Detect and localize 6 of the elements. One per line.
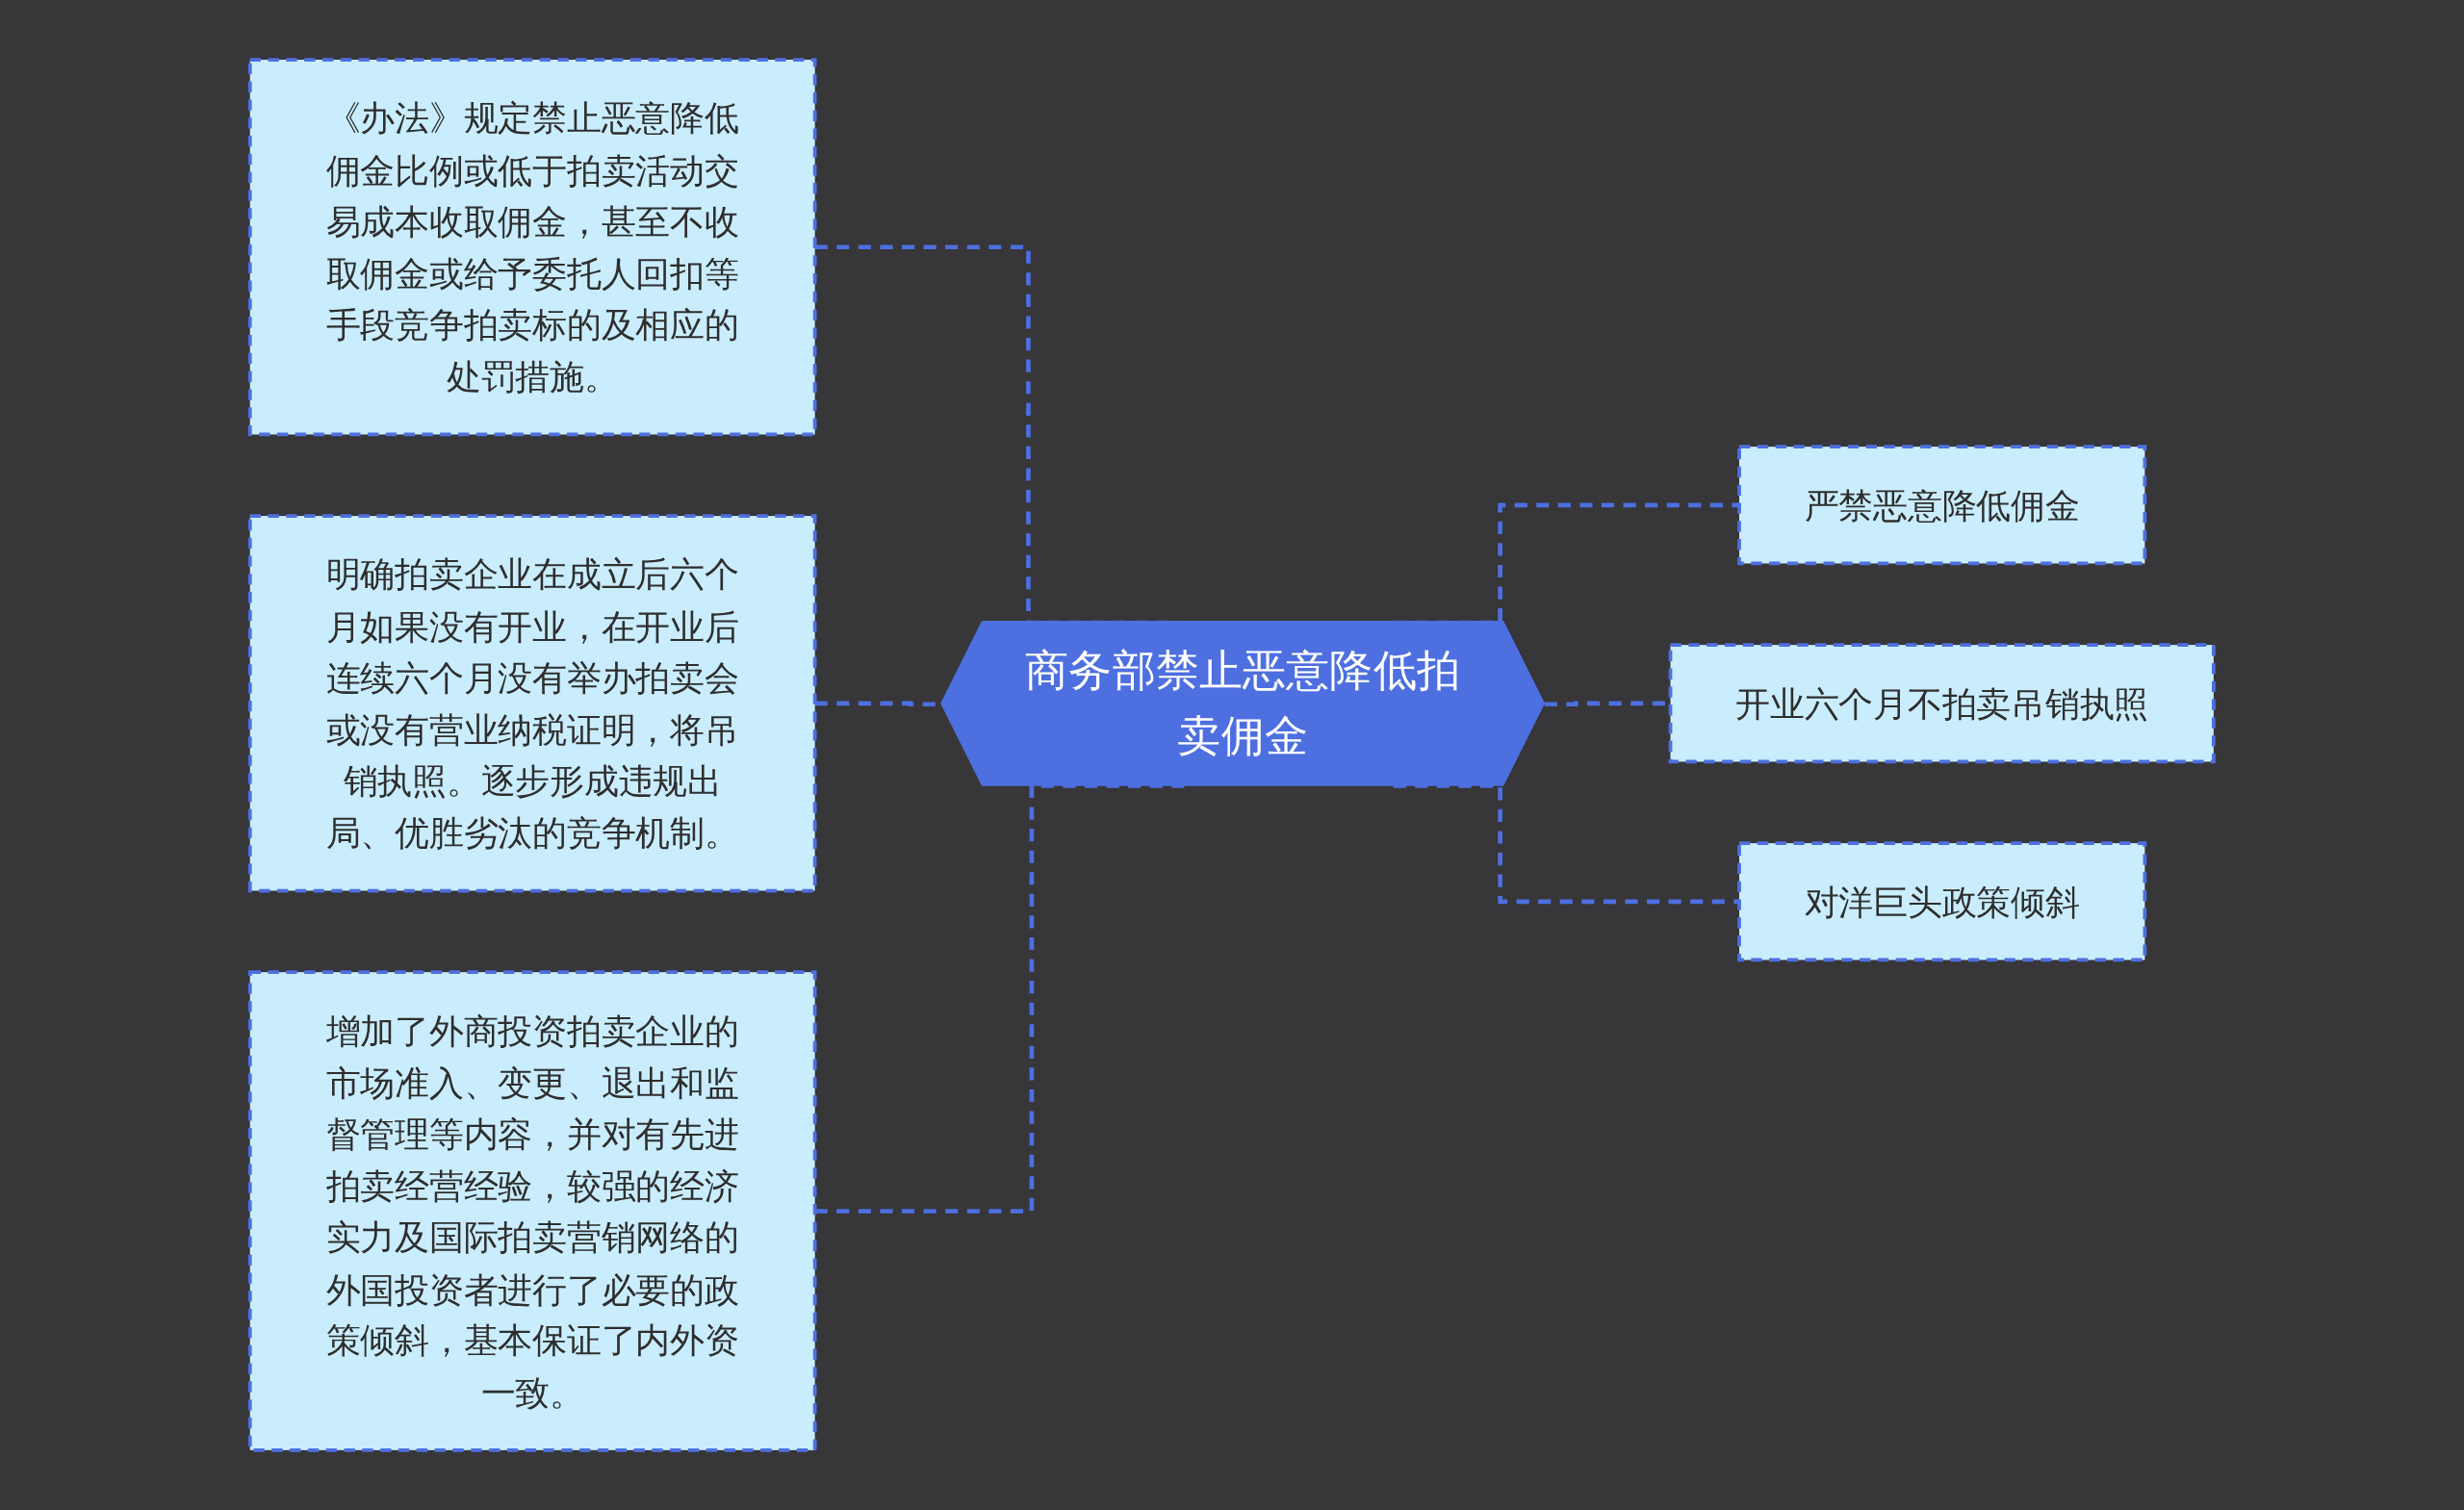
node-box: 明确拍卖企业在成立后六个月如果没有开业，在开业后连续六个月没有举办拍卖会或没有营业纳税证明，将吊销执照。逐步形成违规出局、优胜劣汰的竞争机制。 (248, 514, 817, 893)
node-box: 增加了外商投资拍卖企业的市场准入、变更、退出和监督管理等内容，并对有先进拍卖经营经验，较强的经济实力及国际拍卖营销网络的外国投资者进行了必要的政策倾斜，基本保证了内外资一致。 (248, 970, 817, 1452)
node-box: 严禁恶意降低佣金 (1737, 445, 2147, 566)
node-box: 对洋巨头政策倾斜 (1737, 841, 2147, 962)
node-box: 开业六个月不拍卖吊销执照 (1668, 643, 2216, 764)
node-box: 《办法》规定禁止恶意降低佣金比例或低于拍卖活动交易成本收取佣金，甚至不收取佣金或给予委托人回扣等手段竞争拍卖标的及相应的处罚措施。 (248, 58, 817, 437)
